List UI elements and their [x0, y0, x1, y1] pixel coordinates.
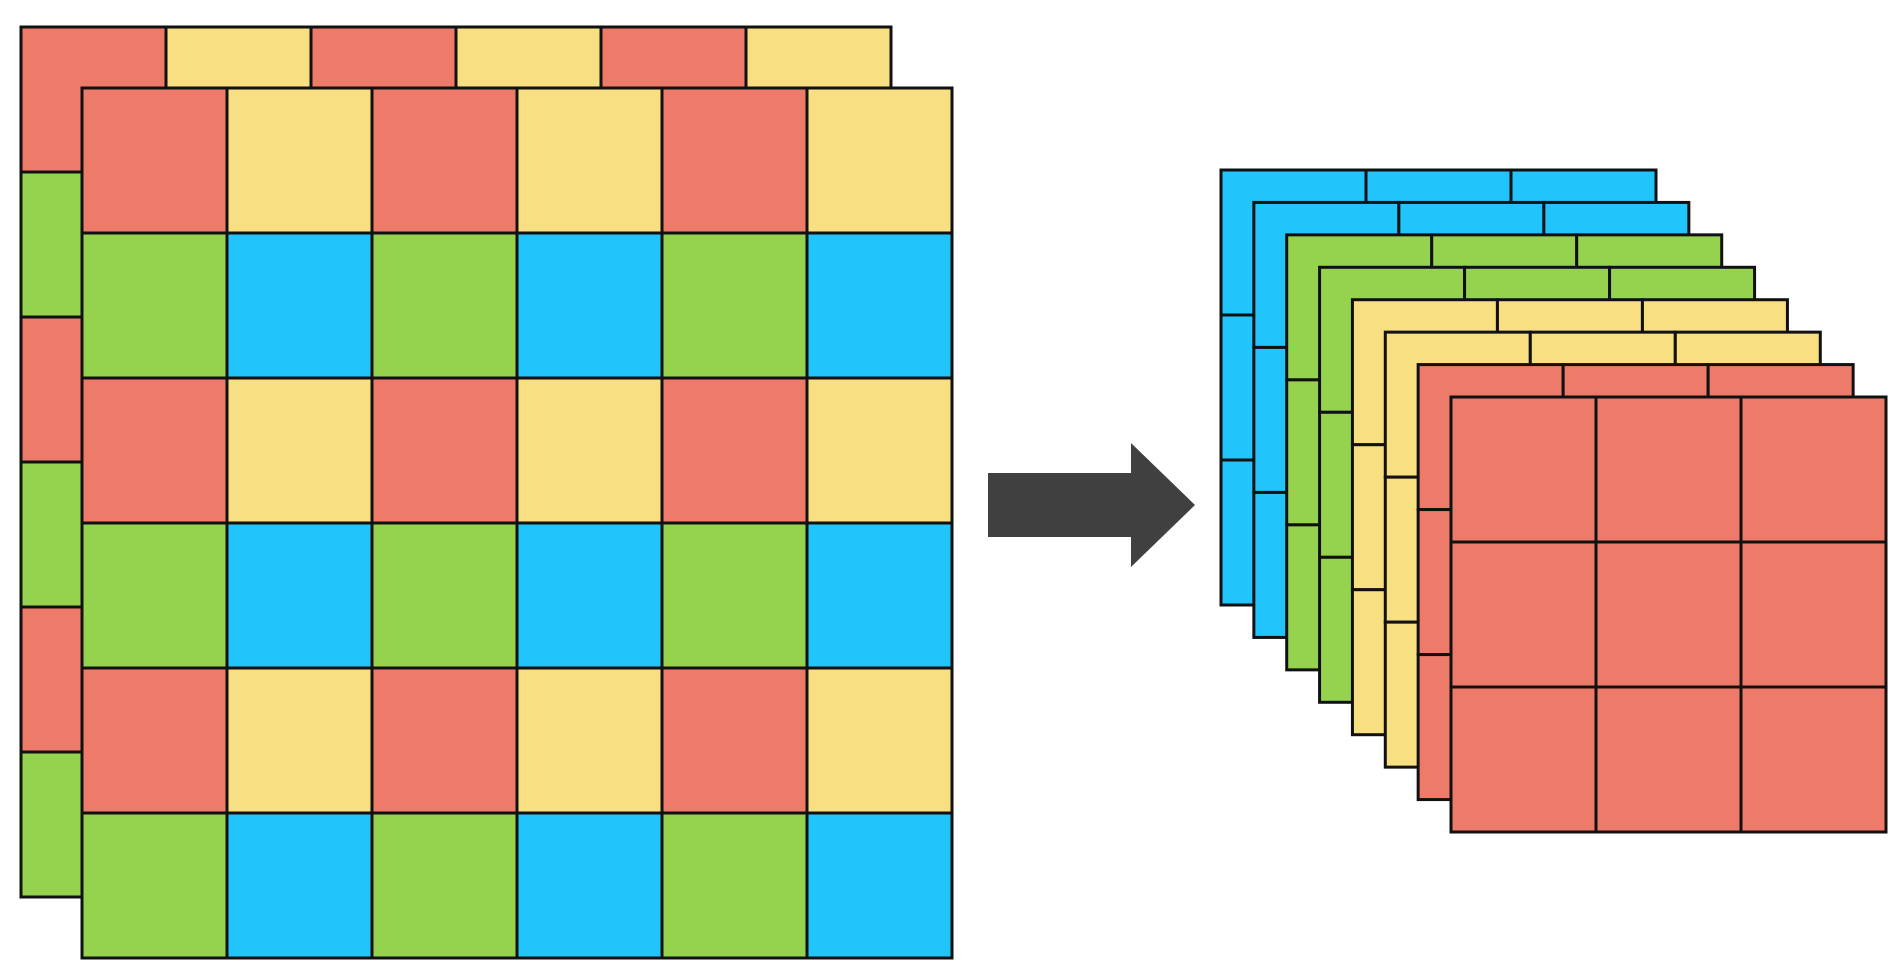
output-cell	[1449, 395, 1598, 544]
input-front-cell	[805, 811, 954, 960]
input-front-cell	[370, 811, 519, 960]
input-front-cell	[515, 231, 664, 380]
input-front-cell	[660, 231, 809, 380]
input-front-cell	[370, 521, 519, 670]
input-front-cell	[805, 666, 954, 815]
input-front-cell	[225, 521, 374, 670]
arrow-shape	[988, 443, 1195, 567]
input-front-cell	[80, 86, 229, 235]
output-cell	[1594, 685, 1743, 834]
input-front-cell	[660, 86, 809, 235]
output-cell	[1739, 395, 1888, 544]
input-front-cell	[805, 376, 954, 525]
input-front-cell	[225, 231, 374, 380]
output-tensor	[1219, 168, 1888, 834]
input-front-cell	[660, 666, 809, 815]
input-front-cell	[80, 521, 229, 670]
right-arrow-icon	[988, 443, 1195, 567]
input-front-cell	[370, 86, 519, 235]
input-front-cell	[80, 811, 229, 960]
input-front-cell	[80, 376, 229, 525]
input-front-cell	[370, 231, 519, 380]
input-front-cell	[515, 86, 664, 235]
output-cell	[1449, 540, 1598, 689]
output-cell	[1594, 540, 1743, 689]
input-front-cell	[370, 376, 519, 525]
output-cell	[1739, 540, 1888, 689]
output-cell	[1594, 395, 1743, 544]
input-front-cell	[370, 666, 519, 815]
input-front-cell	[660, 376, 809, 525]
input-front-cell	[225, 376, 374, 525]
input-front-cell	[805, 231, 954, 380]
output-cell	[1739, 685, 1888, 834]
input-front-cell	[805, 86, 954, 235]
output-channel-layer	[1449, 395, 1888, 834]
input-front-cell	[515, 811, 664, 960]
input-front-cell	[80, 666, 229, 815]
input-front-cell	[515, 521, 664, 670]
input-tensor	[19, 25, 954, 960]
input-front-cell	[660, 521, 809, 670]
input-front-cell	[225, 811, 374, 960]
output-cell	[1449, 685, 1598, 834]
input-front-cell	[515, 376, 664, 525]
input-front-layer	[80, 86, 954, 960]
input-front-cell	[225, 666, 374, 815]
input-front-cell	[225, 86, 374, 235]
input-front-cell	[80, 231, 229, 380]
input-front-cell	[660, 811, 809, 960]
input-front-cell	[515, 666, 664, 815]
input-front-cell	[805, 521, 954, 670]
